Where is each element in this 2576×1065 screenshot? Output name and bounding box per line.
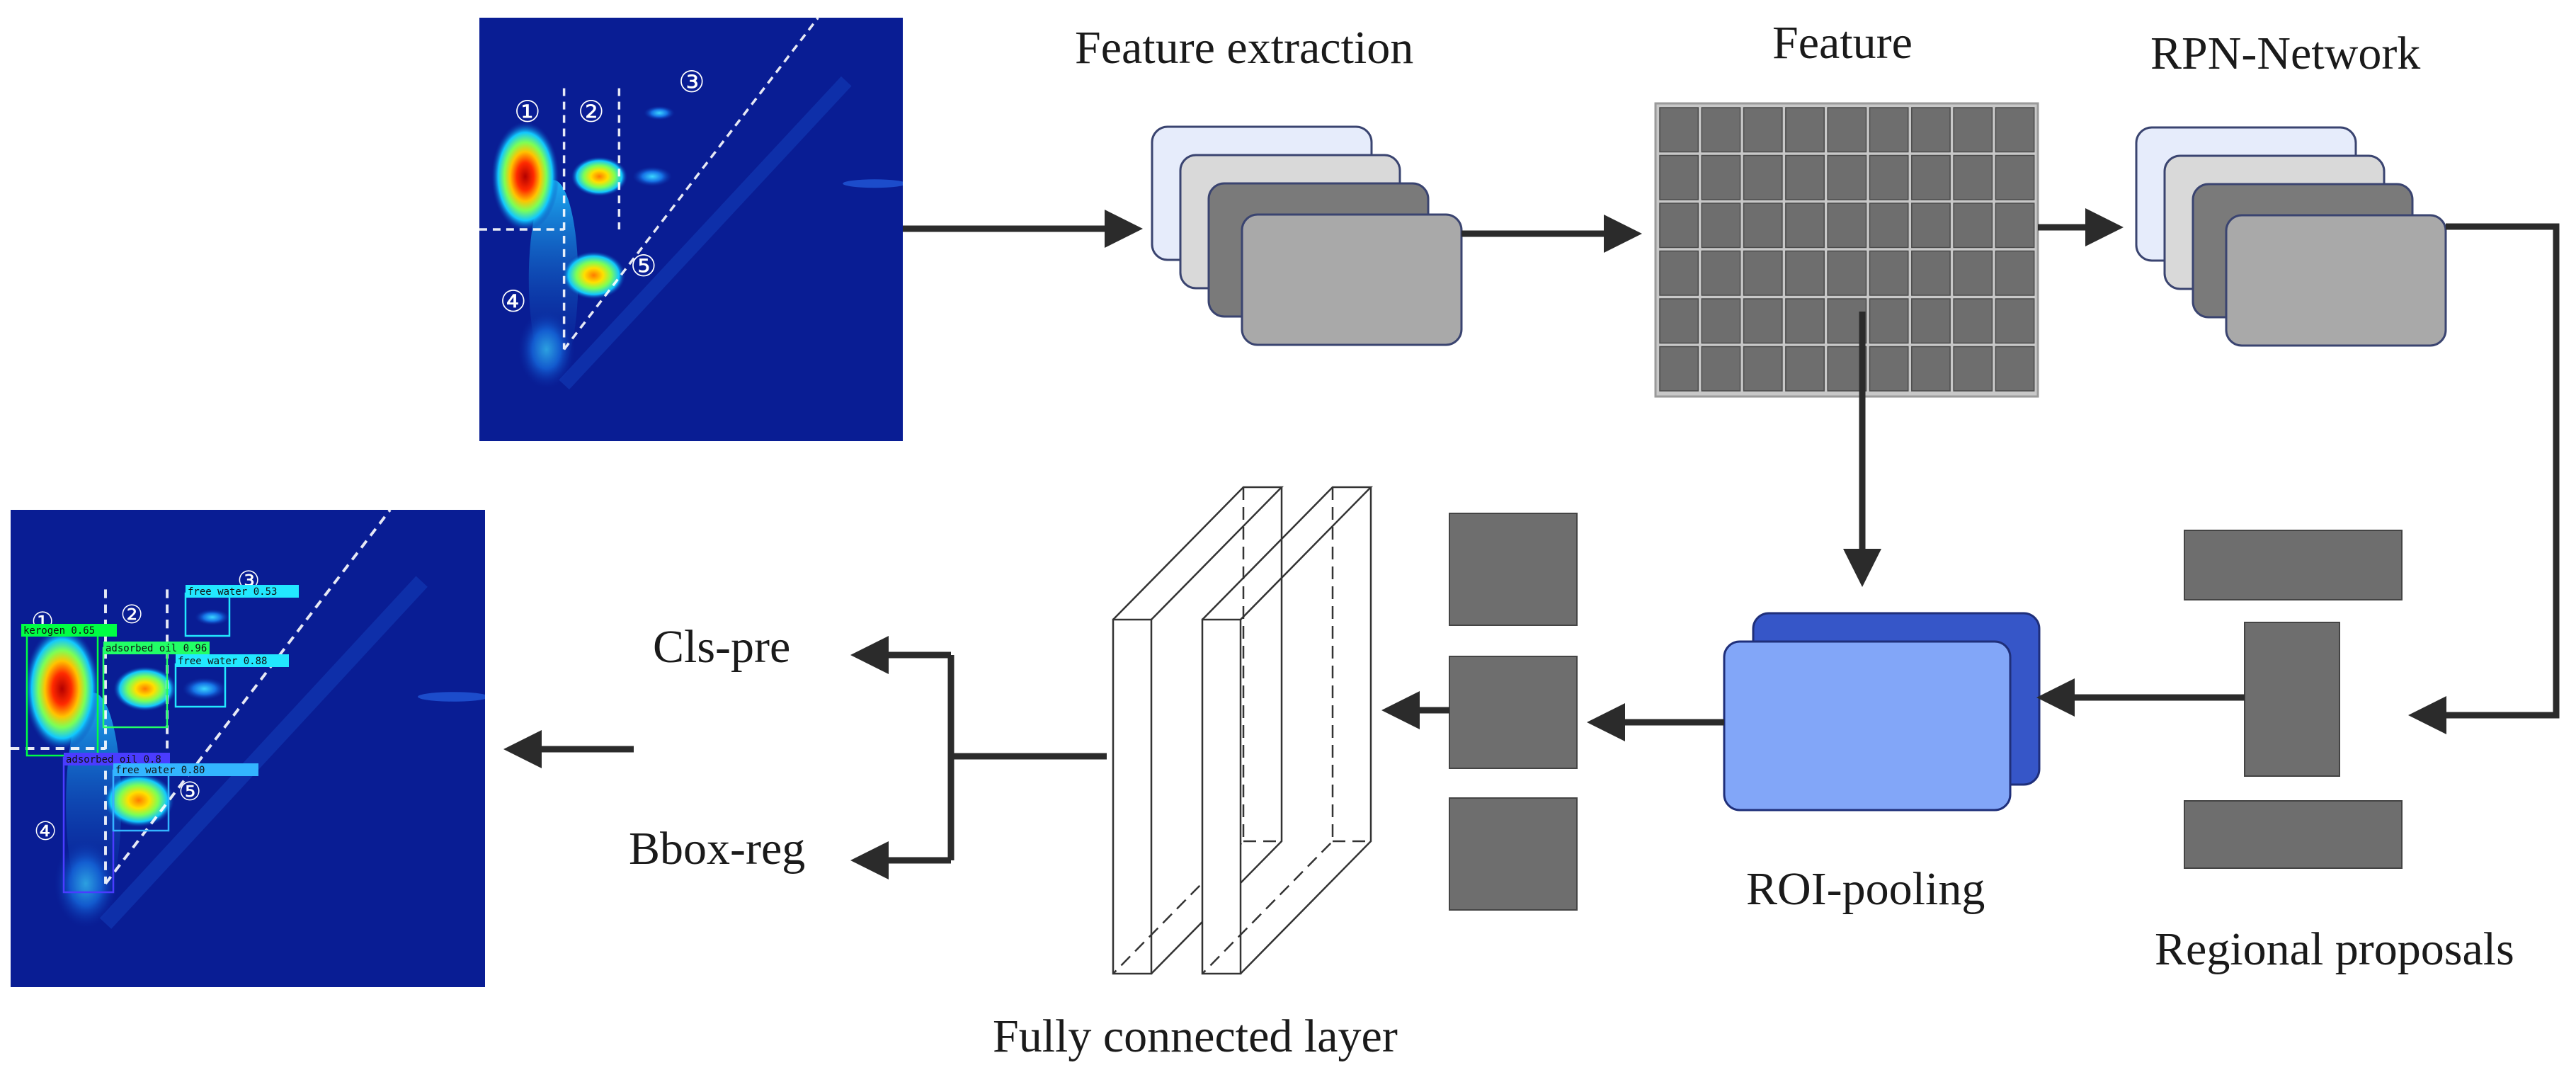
regional-proposals-blocks bbox=[2184, 530, 2403, 869]
feature-cell bbox=[1995, 250, 2035, 296]
input-region-5-label: ⑤ bbox=[630, 249, 657, 283]
feature-cell bbox=[1995, 154, 2035, 200]
feature-cell bbox=[1827, 203, 1867, 249]
feature-cell bbox=[1743, 250, 1783, 296]
feature-cell bbox=[1869, 107, 1909, 153]
feature-extraction-stack bbox=[1151, 125, 1463, 346]
feature-cell bbox=[1785, 154, 1825, 200]
feature-cell bbox=[1701, 250, 1741, 296]
detection-tag-free-water-a: free water 0.53 bbox=[188, 586, 277, 598]
fully-connected-layer-slabs bbox=[1112, 486, 1373, 975]
feature-cell bbox=[1827, 154, 1867, 200]
detection-tag-free-water-c: free water 0.80 bbox=[115, 765, 205, 776]
input-region-4-label: ④ bbox=[500, 284, 527, 319]
feature-label: Feature bbox=[1772, 17, 1913, 69]
regional-proposals-label: Regional proposals bbox=[2155, 923, 2514, 975]
detection-tag-kerogen: kerogen 0.65 bbox=[23, 625, 95, 637]
feature-cell bbox=[1701, 203, 1741, 249]
feature-cell bbox=[1785, 203, 1825, 249]
feature-cell bbox=[1743, 107, 1783, 153]
feature-cell bbox=[1743, 298, 1783, 344]
feature-cell bbox=[1659, 107, 1699, 153]
detection-tag-adsorbed-oil-lower: adsorbed oil 0.8 bbox=[66, 754, 161, 765]
feature-cell bbox=[1995, 107, 2035, 153]
feature-cell bbox=[1785, 346, 1825, 392]
feature-map-grid bbox=[1654, 102, 2039, 398]
output-region-4-label: ④ bbox=[34, 817, 57, 846]
feature-cell bbox=[1911, 203, 1951, 249]
feature-cell bbox=[1701, 154, 1741, 200]
feature-cell bbox=[1911, 346, 1951, 392]
input-region-3-label: ③ bbox=[678, 64, 705, 99]
output-region-2-label: ② bbox=[120, 600, 143, 630]
detection-tag-free-water-b: free water 0.88 bbox=[178, 656, 267, 667]
feature-cell bbox=[1743, 346, 1783, 392]
feature-cell bbox=[1827, 250, 1867, 296]
feature-cell bbox=[1869, 154, 1909, 200]
output-heatmap: ① ② ③ ④ ⑤ kerogen 0.65 adsorbed oil 0.96… bbox=[11, 510, 489, 987]
feature-cell bbox=[1869, 203, 1909, 249]
feature-cell bbox=[1869, 298, 1909, 344]
fully-connected-layer-label: Fully connected layer bbox=[993, 1010, 1398, 1062]
feature-cell bbox=[1953, 203, 1993, 249]
feature-cell bbox=[1785, 298, 1825, 344]
feature-cell bbox=[1659, 154, 1699, 200]
feature-cell bbox=[1743, 203, 1783, 249]
feature-cell bbox=[1743, 154, 1783, 200]
feature-cell bbox=[1911, 298, 1951, 344]
pooled-feature-blocks bbox=[1449, 513, 1578, 911]
feature-cell bbox=[1701, 298, 1741, 344]
feature-cell bbox=[1785, 107, 1825, 153]
roi-pooling-label: ROI-pooling bbox=[1746, 863, 1985, 915]
feature-cell bbox=[1911, 154, 1951, 200]
detection-tag-adsorbed-oil: adsorbed oil 0.96 bbox=[106, 643, 207, 654]
feature-cell bbox=[1785, 250, 1825, 296]
feature-cell bbox=[1953, 107, 1993, 153]
feature-cell bbox=[1995, 346, 2035, 392]
rpn-network-label: RPN-Network bbox=[2150, 28, 2420, 79]
feature-cell bbox=[1659, 346, 1699, 392]
feature-cell bbox=[1953, 346, 1993, 392]
feature-cell bbox=[1659, 250, 1699, 296]
feature-cell bbox=[1827, 107, 1867, 153]
feature-cell bbox=[1911, 250, 1951, 296]
feature-cell bbox=[1659, 203, 1699, 249]
bbox-reg-label: Bbox-reg bbox=[629, 823, 805, 875]
feature-cell bbox=[1869, 346, 1909, 392]
roi-pooling-block bbox=[1723, 612, 2041, 811]
input-heatmap: ① ② ③ ④ ⑤ bbox=[479, 18, 906, 441]
feature-cell bbox=[1953, 154, 1993, 200]
rpn-network-stack bbox=[2135, 126, 2447, 347]
feature-cell bbox=[1953, 298, 1993, 344]
feature-cell bbox=[1659, 298, 1699, 344]
feature-cell bbox=[1953, 250, 1993, 296]
feature-cell bbox=[1701, 107, 1741, 153]
feature-extraction-label: Feature extraction bbox=[1075, 22, 1413, 74]
input-region-2-label: ② bbox=[578, 94, 605, 129]
input-region-1-label: ① bbox=[514, 94, 541, 129]
cls-pre-label: Cls-pre bbox=[653, 621, 790, 673]
feature-cell bbox=[1911, 107, 1951, 153]
arrow-rpn-to-proposals bbox=[2408, 223, 2560, 734]
output-region-5-label: ⑤ bbox=[178, 778, 201, 807]
feature-cell bbox=[1995, 298, 2035, 344]
feature-cell bbox=[1869, 250, 1909, 296]
feature-cell bbox=[1995, 203, 2035, 249]
feature-cell bbox=[1701, 346, 1741, 392]
